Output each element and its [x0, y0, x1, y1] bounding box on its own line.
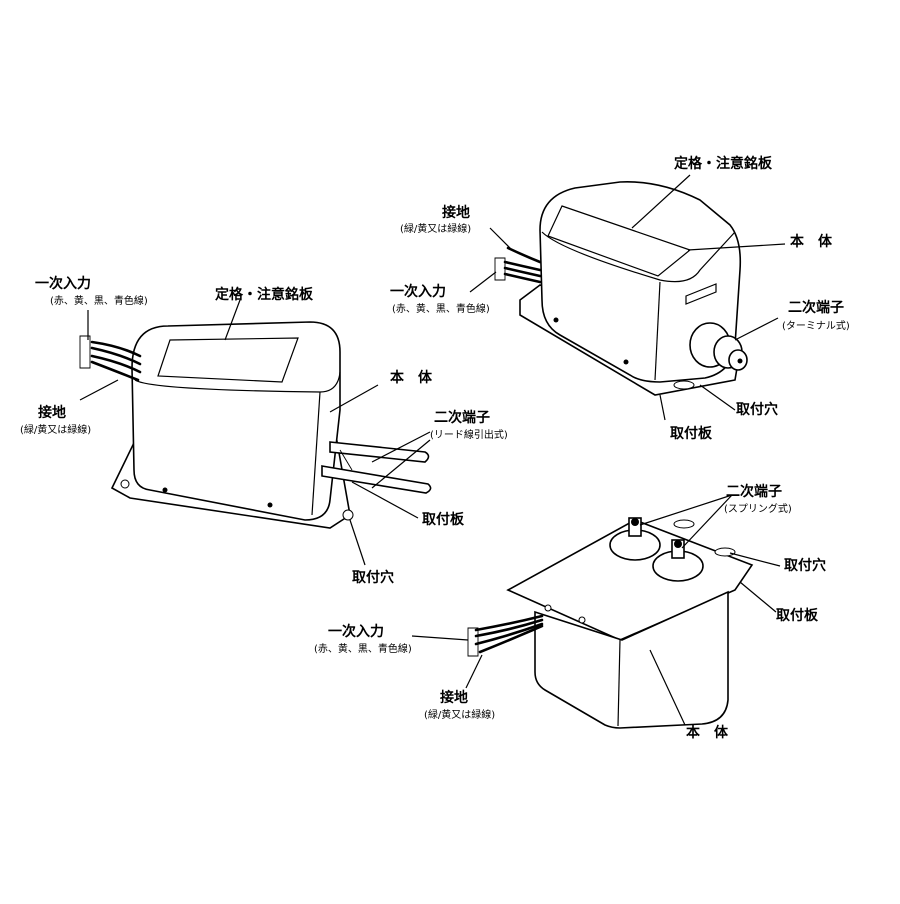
- unit3-secondary-terminal-type: (スプリング式): [724, 504, 792, 515]
- unit2-ground-label: 接地: [442, 205, 470, 221]
- unit2-nameplate-label: 定格・注意銘板: [674, 156, 772, 172]
- unit3-mounting-plate-label: 取付板: [776, 608, 818, 624]
- unit-spring-drawing: [467, 517, 754, 729]
- unit1-body-label: 本 体: [390, 370, 432, 386]
- unit2-secondary-terminal-type: (ターミナル式): [782, 321, 850, 332]
- unit2-primary-input-colors: (赤、黄、黒、青色線): [392, 304, 490, 315]
- unit1-ground-label: 接地: [38, 405, 66, 421]
- unit2-mounting-hole-label: 取付穴: [736, 402, 778, 418]
- unit1-secondary-terminal-label: 二次端子: [434, 410, 490, 426]
- unit1-nameplate-label: 定格・注意銘板: [215, 287, 313, 303]
- unit3-primary-input-colors: (赤、黄、黒、青色線): [314, 644, 412, 655]
- unit2-mounting-plate-label: 取付板: [670, 426, 712, 442]
- unit-terminal-drawing: [494, 181, 748, 396]
- unit3-body-label: 本 体: [686, 725, 728, 741]
- unit2-body-label: 本 体: [790, 234, 832, 250]
- leader-lines: [79, 174, 786, 726]
- unit3-ground-colors: (緑/黄又は緑線): [424, 710, 496, 721]
- unit3-primary-input-label: 一次入力: [328, 624, 384, 640]
- unit2-primary-input-label: 一次入力: [390, 284, 446, 300]
- unit1-mounting-hole-label: 取付穴: [352, 570, 394, 586]
- unit-lead-wire-drawing: [79, 321, 432, 529]
- unit1-secondary-terminal-type: (リード線引出式): [430, 430, 508, 441]
- unit3-secondary-terminal-label: 二次端子: [726, 484, 782, 500]
- unit1-mounting-plate-label: 取付板: [422, 512, 464, 528]
- unit1-ground-colors: (緑/黄又は緑線): [20, 425, 92, 436]
- unit1-primary-input-colors: (赤、黄、黒、青色線): [50, 296, 148, 307]
- unit3-mounting-hole-label: 取付穴: [784, 558, 826, 574]
- unit2-secondary-terminal-label: 二次端子: [788, 300, 844, 316]
- unit1-primary-input-label: 一次入力: [35, 276, 91, 292]
- unit3-ground-label: 接地: [440, 690, 468, 706]
- unit2-ground-colors: (緑/黄又は緑線): [400, 224, 472, 235]
